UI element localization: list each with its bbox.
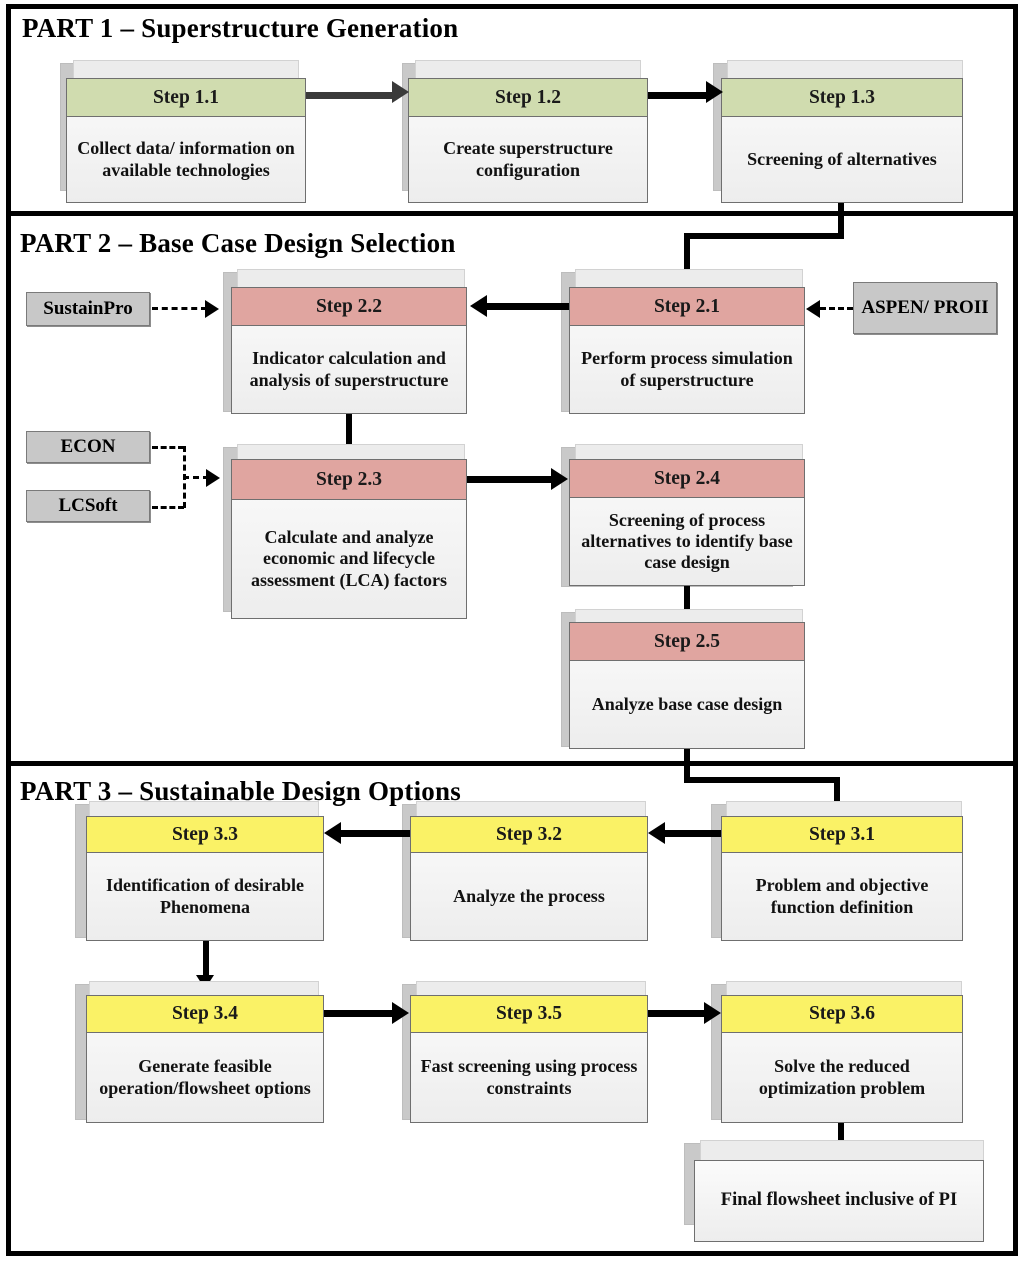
part1-part2-divider [6, 211, 1018, 216]
tool-label: ASPEN/ PROII [861, 297, 989, 319]
card-front[interactable]: Step 3.3 Identification of desirable Phe… [86, 816, 324, 941]
step-body: Indicator calculation and analysis of su… [249, 348, 449, 390]
card-front[interactable]: Step 3.2 Analyze the process [410, 816, 648, 941]
card-front[interactable]: Step 2.2 Indicator calculation and analy… [231, 287, 467, 414]
card-front[interactable]: Step 3.5 Fast screening using process co… [410, 995, 648, 1123]
step-header: Step 2.2 [232, 288, 466, 326]
card-front[interactable]: Step 2.5 Analyze base case design [569, 622, 805, 749]
step-header: Step 1.3 [722, 79, 962, 117]
step-body: Screening of alternatives [747, 148, 937, 169]
step-body: Screening of process alternatives to ide… [581, 509, 793, 573]
step-header: Step 3.1 [722, 817, 962, 853]
step-header: Step 1.1 [67, 79, 305, 117]
step-body: Analyze base case design [591, 693, 783, 714]
tool-box-aspen-proii[interactable]: ASPEN/ PROII [853, 282, 997, 334]
card-front[interactable]: Step 3.6 Solve the reduced optimization … [721, 995, 963, 1123]
step-body: Final flowsheet inclusive of PI [720, 1190, 958, 1211]
tool-box-sustainpro[interactable]: SustainPro [26, 292, 150, 326]
step-body: Analyze the process [453, 885, 605, 906]
card-front[interactable]: Step 2.1 Perform process simulation of s… [569, 287, 805, 414]
step-header: Step 3.2 [411, 817, 647, 853]
tool-box-lcsoft[interactable]: LCSoft [26, 490, 150, 522]
step-header: Step 1.2 [409, 79, 647, 117]
card-front[interactable]: Step 1.1 Collect data/ information on av… [66, 78, 306, 203]
step-header: Step 3.4 [87, 996, 323, 1033]
card-front[interactable]: Step 2.4 Screening of process alternativ… [569, 459, 805, 586]
step-body: Identification of desirable Phenomena [106, 875, 304, 917]
step-header: Step 3.3 [87, 817, 323, 853]
card-front[interactable]: Step 1.2 Create superstructure configura… [408, 78, 648, 203]
tool-box-econ[interactable]: ECON [26, 431, 150, 463]
step-body: Calculate and analyze economic and lifec… [251, 527, 447, 590]
step-body: Problem and objective function definitio… [755, 875, 929, 917]
step-header: Step 2.3 [232, 460, 466, 500]
step-body: Fast screening using process constraints [420, 1056, 638, 1098]
step-body: Perform process simulation of superstruc… [581, 348, 793, 390]
part1-title: PART 1 – Superstructure Generation [22, 13, 459, 43]
step-body: Solve the reduced optimization problem [758, 1056, 926, 1098]
card-front[interactable]: Final flowsheet inclusive of PI [694, 1160, 984, 1242]
step-body: Create superstructure configuration [443, 138, 613, 180]
part2-title: PART 2 – Base Case Design Selection [20, 228, 456, 258]
step-header: Step 3.5 [411, 996, 647, 1033]
card-front[interactable]: Step 3.1 Problem and objective function … [721, 816, 963, 941]
card-front[interactable]: Step 3.4 Generate feasible operation/flo… [86, 995, 324, 1123]
step-body: Generate feasible operation/flowsheet op… [99, 1056, 311, 1098]
step-header: Step 3.6 [722, 996, 962, 1033]
part2-part3-divider [6, 761, 1018, 766]
card-front[interactable]: Step 2.3 Calculate and analyze economic … [231, 459, 467, 619]
step-header: Step 2.1 [570, 288, 804, 326]
card-front[interactable]: Step 1.3 Screening of alternatives [721, 78, 963, 203]
step-header: Step 2.4 [570, 460, 804, 498]
step-header: Step 2.5 [570, 623, 804, 661]
step-body: Collect data/ information on available t… [77, 138, 295, 180]
